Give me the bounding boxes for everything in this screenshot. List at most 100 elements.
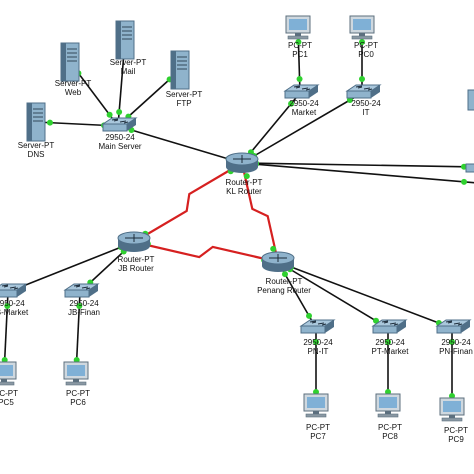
device-type-label: 2950-24 bbox=[303, 338, 333, 347]
device-type-label: Server-PT bbox=[55, 79, 92, 88]
device-type-label: Router-PT bbox=[266, 277, 303, 286]
serial-link-r_jb-r_penang[interactable] bbox=[133, 240, 279, 264]
pc-keyboard bbox=[305, 413, 327, 418]
pc-screen bbox=[0, 365, 13, 376]
serial-link-r_kl-r_jb[interactable] bbox=[133, 162, 243, 243]
port-status-indicator bbox=[281, 271, 288, 278]
switch-side bbox=[461, 320, 470, 333]
port-status-indicator bbox=[313, 339, 319, 345]
ethernet-link-r_penang-sw_pn_finan[interactable] bbox=[277, 261, 453, 329]
router-arrows-icon bbox=[125, 234, 143, 242]
pc-keyboard bbox=[65, 381, 87, 386]
port-status-indicator bbox=[106, 111, 113, 118]
device-type-label: Router-PT bbox=[118, 255, 155, 264]
switch-front bbox=[465, 163, 474, 173]
pc-keyboard bbox=[351, 35, 373, 40]
switch-arrows-icon bbox=[309, 320, 327, 326]
device-type-label: Server-PT bbox=[18, 141, 55, 150]
serial-link-r_kl-r_penang[interactable] bbox=[240, 162, 280, 263]
port-status-indicator bbox=[295, 38, 302, 45]
device-name-label: PC9 bbox=[448, 435, 464, 444]
ethernet-link-r_kl-edge_right_top[interactable] bbox=[241, 162, 474, 168]
device-partial-right-top[interactable] bbox=[467, 89, 474, 111]
device-type-label: Router-PT bbox=[226, 178, 263, 187]
device-name-label: JB-Finan bbox=[68, 308, 100, 317]
device-type-label: PC-PT bbox=[444, 426, 468, 435]
ethernet-link-r_penang-sw_pt_market[interactable] bbox=[277, 261, 389, 329]
server-side-panel bbox=[27, 103, 32, 141]
switch-arrows-icon bbox=[73, 284, 91, 290]
device-name-label: JB-Market bbox=[0, 308, 29, 317]
device-type-label: PC-PT bbox=[378, 423, 402, 432]
port-status-indicator bbox=[359, 39, 365, 45]
server-body bbox=[467, 89, 474, 111]
device-type-label: Server-PT bbox=[166, 90, 203, 99]
switch-arrows-icon bbox=[445, 320, 463, 326]
device-type-label: 2950-24 bbox=[375, 338, 405, 347]
pc-neck bbox=[449, 415, 455, 418]
switch-front bbox=[372, 325, 398, 334]
switch-front bbox=[64, 289, 90, 298]
pc-neck bbox=[1, 379, 7, 382]
device-name-label: PC8 bbox=[382, 432, 398, 441]
device-name-label: IT bbox=[362, 108, 369, 117]
port-status-indicator bbox=[76, 302, 83, 309]
server-side-panel bbox=[171, 51, 176, 89]
device-type-label: 2950-24 bbox=[69, 299, 99, 308]
pc-neck bbox=[73, 379, 79, 382]
device-type-label: 2950-24 bbox=[289, 99, 319, 108]
pc-neck bbox=[385, 411, 391, 414]
ethernet-link-sw_it-r_kl[interactable] bbox=[241, 92, 363, 164]
switch-arrows-icon bbox=[381, 320, 399, 326]
device-type-label: 2950-24 bbox=[105, 133, 135, 142]
port-status-indicator bbox=[116, 109, 123, 116]
ethernet-link-r_jb-sw_jb_market[interactable] bbox=[7, 241, 135, 293]
port-status-indicator bbox=[270, 245, 277, 252]
device-name-label: PT-Market bbox=[372, 347, 410, 356]
switch-front bbox=[0, 289, 18, 298]
port-status-indicator bbox=[243, 173, 250, 180]
ethernet-link-sw_main-r_kl[interactable] bbox=[117, 125, 243, 164]
device-name-label: PC6 bbox=[70, 398, 86, 407]
device-partial-right-mid[interactable] bbox=[465, 163, 474, 173]
nodes-layer: Server-PTWebServer-PTMailServer-PTFTPSer… bbox=[0, 15, 474, 444]
ethernet-link-r_kl-edge_right_mid[interactable] bbox=[241, 162, 474, 184]
device-name-label: Market bbox=[292, 108, 317, 117]
device-name-label: PC7 bbox=[310, 432, 326, 441]
switch-side bbox=[371, 85, 380, 98]
pc-screen bbox=[307, 397, 325, 408]
switch-side bbox=[17, 284, 26, 297]
pc-screen bbox=[353, 19, 371, 30]
server-side-panel bbox=[116, 21, 121, 59]
switch-arrows-icon bbox=[355, 85, 373, 91]
device-type-label: PC-PT bbox=[288, 41, 312, 50]
device-type-label: PC-PT bbox=[306, 423, 330, 432]
port-status-indicator bbox=[359, 76, 365, 82]
switch-front bbox=[284, 90, 310, 99]
switch-front bbox=[346, 90, 372, 99]
